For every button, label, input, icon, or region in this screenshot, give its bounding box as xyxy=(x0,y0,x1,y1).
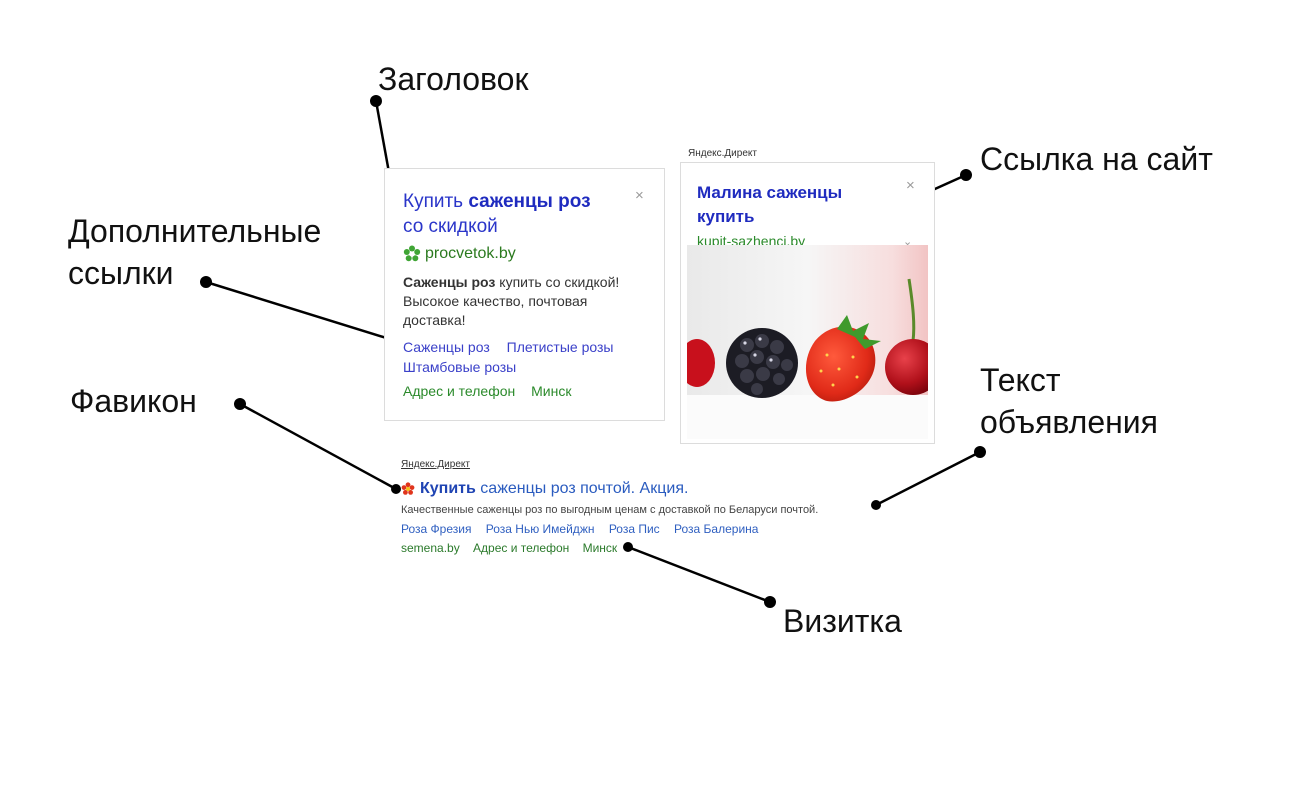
callout-ad-text-line2: объявления xyxy=(980,404,1158,440)
chevron-down-icon[interactable]: ⌄ xyxy=(903,236,913,248)
ad-title[interactable]: Малина саженцы купить xyxy=(697,183,843,226)
sitelink[interactable]: Саженцы роз xyxy=(403,339,490,355)
vcard-city-link[interactable]: Минск xyxy=(582,541,618,555)
leader-dot xyxy=(871,500,881,510)
callout-vcard: Визитка xyxy=(783,603,902,639)
sitelink[interactable]: Плетистые розы xyxy=(506,339,614,355)
ad-body-rest: купить со скидкой! Высокое качество, поч… xyxy=(403,274,620,328)
leader-dot xyxy=(764,596,776,608)
sitelink[interactable]: Роза Фрезия xyxy=(401,522,472,536)
ad-domain-row[interactable]: procvetok.by xyxy=(403,243,516,265)
yandex-direct-label: Яндекс.Директ xyxy=(688,148,757,159)
ad-vcard: semena.by Адрес и телефон Минск xyxy=(401,541,627,555)
leader-dot xyxy=(391,484,401,494)
callout-site-link: Ссылка на сайт xyxy=(980,141,1213,177)
vcard-address-link[interactable]: Адрес и телефон xyxy=(473,541,570,555)
ad-title-bold[interactable]: саженцы роз xyxy=(468,191,591,212)
ad-body-bold: Саженцы роз xyxy=(403,274,496,290)
sitelink[interactable]: Роза Нью Имейджн xyxy=(485,522,595,536)
ad-title-tail[interactable]: со скидкой xyxy=(403,216,498,237)
berries-image[interactable] xyxy=(687,245,928,439)
leader-ad-text xyxy=(875,450,981,507)
ad3-title-row[interactable]: Купить саженцы роз почтой. Акция. xyxy=(401,480,688,498)
leader-vcard xyxy=(627,545,771,604)
callout-sitelinks-line1: Дополнительные xyxy=(68,213,322,249)
sitelink[interactable]: Роза Пис xyxy=(608,522,660,536)
ad-title-bold[interactable]: Купить xyxy=(420,480,476,497)
sitelink[interactable]: Роза Балерина xyxy=(674,522,759,536)
ad-title[interactable]: Купить саженцы роз почтой. Акция. xyxy=(420,480,688,498)
leader-dot xyxy=(234,398,246,410)
ad-sitelinks: Саженцы роз Плетистые розы Штамбовые роз… xyxy=(403,337,653,377)
ad-card-raspberry: Малина саженцы купить × kupit-sazhenci.b… xyxy=(680,162,935,444)
ad-vcard: Адрес и телефон Минск xyxy=(403,383,583,399)
ad-domain-link[interactable]: semena.by xyxy=(401,541,460,555)
vcard-city-link[interactable]: Минск xyxy=(531,383,572,399)
ad-title-rest[interactable]: саженцы роз почтой. Акция. xyxy=(475,480,689,497)
ad-card-roses: Купить саженцы роз со скидкой × procveto… xyxy=(384,168,665,421)
callout-favicon: Фавикон xyxy=(70,383,197,419)
yandex-direct-label: Яндекс.Директ xyxy=(401,459,470,470)
callout-ad-text: Текст объявления xyxy=(980,359,1158,443)
ad-domain-link[interactable]: procvetok.by xyxy=(425,245,516,262)
flower-icon xyxy=(401,482,415,495)
sitelink[interactable]: Штамбовые розы xyxy=(403,359,517,375)
leader-favicon xyxy=(239,402,397,491)
close-icon[interactable]: × xyxy=(906,177,915,194)
ad-title[interactable]: Купить саженцы роз со скидкой xyxy=(403,189,628,239)
callout-title: Заголовок xyxy=(378,61,529,97)
callout-sitelinks: Дополнительные ссылки xyxy=(68,210,321,294)
close-icon[interactable]: × xyxy=(635,187,644,204)
leader-dot xyxy=(974,446,986,458)
flower-icon xyxy=(403,245,421,262)
callout-ad-text-line1: Текст xyxy=(980,362,1061,398)
ad-body-text: Качественные саженцы роз по выгодным цен… xyxy=(401,504,819,516)
callout-sitelinks-line2: ссылки xyxy=(68,255,174,291)
ad-sitelinks: Роза Фрезия Роза Нью Имейджн Роза Пис Ро… xyxy=(401,522,769,536)
vcard-address-link[interactable]: Адрес и телефон xyxy=(403,383,516,399)
leader-dot xyxy=(960,169,972,181)
ad-body-text: Саженцы роз купить со скидкой! Высокое к… xyxy=(403,273,653,330)
ad-title-plain[interactable]: Купить xyxy=(403,191,469,212)
